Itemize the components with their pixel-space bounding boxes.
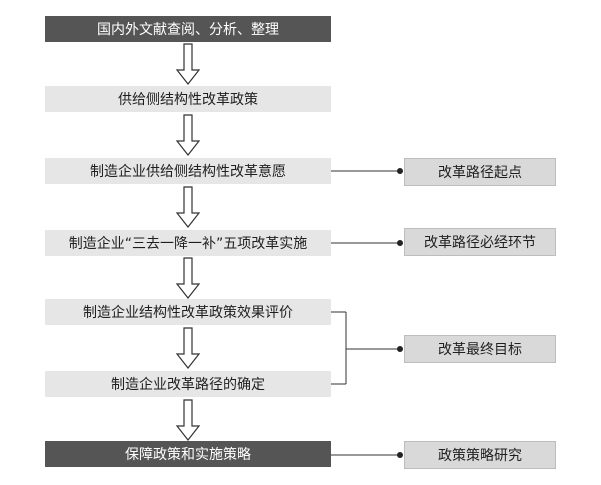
down-arrow-3 [176,186,200,228]
down-arrow-1 [176,43,200,85]
down-arrow-5 [176,327,200,369]
bracket-final-goal [331,311,403,385]
down-arrow-2 [176,114,200,156]
label-path-start: 改革路径起点 [404,158,556,186]
step-five-reforms: 制造企业“三去一降一补”五项改革实施 [45,230,331,256]
connector-policy-research [331,452,403,458]
down-arrow-6 [176,399,200,441]
step-effect-evaluation: 制造企业结构性改革政策效果评价 [45,299,331,325]
step-supply-side-policy: 供给侧结构性改革政策 [45,86,331,112]
label-final-goal: 改革最终目标 [404,335,556,363]
label-policy-research: 政策策略研究 [404,441,556,469]
label-path-essential-link: 改革路径必经环节 [404,228,556,256]
step-literature-review: 国内外文献查阅、分析、整理 [45,16,331,42]
step-reform-willingness: 制造企业供给侧结构性改革意愿 [45,158,331,184]
connector-essential-link [331,240,403,246]
step-path-determination: 制造企业改革路径的确定 [45,371,331,397]
step-support-policies: 保障政策和实施策略 [45,441,331,467]
down-arrow-4 [176,257,200,299]
connector-path-start [331,168,403,174]
